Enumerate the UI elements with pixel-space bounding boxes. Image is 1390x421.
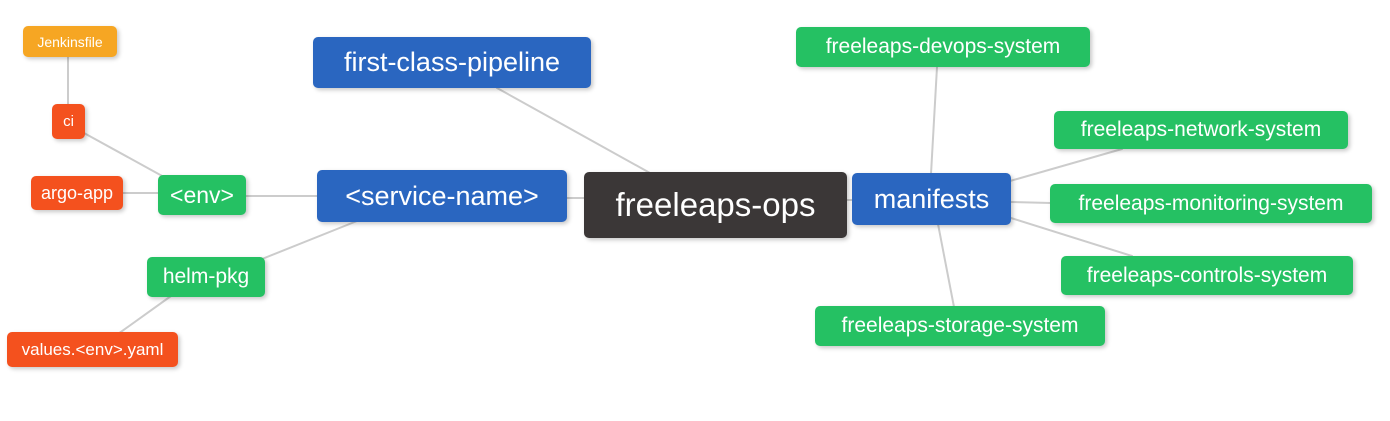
edge-manifests-monitoring: [1009, 201, 1052, 204]
node-freeleaps-monitoring-system[interactable]: freeleaps-monitoring-system: [1050, 184, 1372, 223]
node-freeleaps-network-system[interactable]: freeleaps-network-system: [1054, 111, 1348, 149]
edge-manifests-storage: [937, 223, 955, 308]
node-ci[interactable]: ci: [52, 104, 85, 139]
edge-helmpkg-servicename: [261, 220, 358, 260]
node-manifests[interactable]: manifests: [852, 173, 1011, 225]
node-freeleaps-devops-system[interactable]: freeleaps-devops-system: [796, 27, 1090, 67]
node-helm-pkg[interactable]: helm-pkg: [147, 257, 265, 297]
edge-manifests-network: [1009, 148, 1123, 182]
node-freeleaps-controls-system[interactable]: freeleaps-controls-system: [1061, 256, 1353, 295]
edge-manifests-devops: [930, 66, 938, 175]
node-freeleaps-ops[interactable]: freeleaps-ops: [584, 172, 847, 238]
node-env[interactable]: <env>: [158, 175, 246, 215]
node-jenkinsfile[interactable]: Jenkinsfile: [23, 26, 117, 57]
node-argo-app[interactable]: argo-app: [31, 176, 123, 210]
edge-manifests-controls: [1010, 217, 1133, 257]
edge-helmpkg-values: [117, 295, 172, 335]
edge-pipeline-ops: [496, 87, 651, 174]
node-first-class-pipeline[interactable]: first-class-pipeline: [313, 37, 591, 88]
edge-ci-env: [83, 132, 165, 178]
node-values-env-yaml[interactable]: values.<env>.yaml: [7, 332, 178, 367]
node-freeleaps-storage-system[interactable]: freeleaps-storage-system: [815, 306, 1105, 346]
node-service-name[interactable]: <service-name>: [317, 170, 567, 222]
